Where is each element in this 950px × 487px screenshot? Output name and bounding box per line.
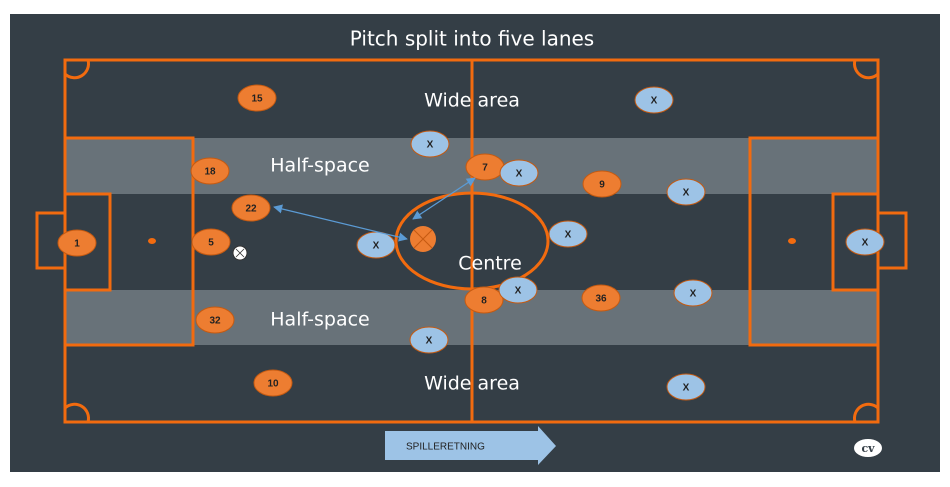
team-player-15: 15 bbox=[237, 84, 277, 112]
pass-arrow-22-centre bbox=[273, 204, 408, 242]
centre-target-marker bbox=[410, 226, 436, 252]
opponent-label: X bbox=[651, 96, 658, 107]
opponent-player: X bbox=[666, 373, 706, 401]
pass-arrow-7-centre bbox=[412, 177, 476, 220]
opponent-player: X bbox=[356, 231, 396, 259]
opponent-label: X bbox=[427, 140, 434, 151]
opponent-player: X bbox=[673, 279, 713, 307]
team-player-10: 10 bbox=[253, 369, 293, 397]
opponent-player: X bbox=[410, 130, 450, 158]
lane-label: Half-space bbox=[270, 155, 369, 177]
lane-label: Half-space bbox=[270, 309, 369, 331]
lane-label: Wide area bbox=[424, 90, 520, 112]
opponent-label: X bbox=[683, 383, 690, 394]
cv-logo: cv bbox=[854, 439, 882, 457]
opponent-player: X bbox=[498, 276, 538, 304]
team-player-32: 32 bbox=[195, 306, 235, 334]
player-number: 9 bbox=[599, 180, 605, 191]
player-number: 15 bbox=[251, 94, 263, 105]
team-player-1: 1 bbox=[57, 229, 97, 257]
player-number: 36 bbox=[595, 294, 607, 305]
ball-icon bbox=[232, 245, 248, 261]
opponent-label: X bbox=[515, 286, 522, 297]
background-panel bbox=[10, 14, 940, 472]
direction-label: SPILLERETNING bbox=[406, 442, 485, 453]
team-player-22: 22 bbox=[231, 194, 271, 222]
player-number: 5 bbox=[208, 238, 214, 249]
opponent-label: X bbox=[862, 238, 869, 249]
opponent-player: X bbox=[548, 220, 588, 248]
opponent-player: X bbox=[409, 326, 449, 354]
opponent-label: X bbox=[683, 188, 690, 199]
team-player-18: 18 bbox=[190, 157, 230, 185]
opponent-player: X bbox=[666, 178, 706, 206]
direction-arrow: SPILLERETNING bbox=[385, 426, 556, 465]
player-number: 10 bbox=[267, 379, 279, 390]
team-player-9: 9 bbox=[582, 170, 622, 198]
player-number: 7 bbox=[482, 163, 488, 174]
lane-label: Centre bbox=[458, 253, 522, 275]
team-player-7: 7 bbox=[465, 153, 505, 181]
opponent-label: X bbox=[373, 241, 380, 252]
opponent-player: X bbox=[499, 159, 539, 187]
opponent-label: X bbox=[426, 336, 433, 347]
player-number: 1 bbox=[74, 239, 80, 250]
team-player-8: 8 bbox=[464, 286, 504, 314]
opponent-label: X bbox=[565, 230, 572, 241]
player-number: 32 bbox=[209, 316, 221, 327]
team-player-36: 36 bbox=[581, 284, 621, 312]
cv-logo-text: cv bbox=[861, 442, 875, 455]
diagram-title: Pitch split into five lanes bbox=[350, 27, 594, 51]
player-number: 22 bbox=[245, 204, 257, 215]
player-number: 18 bbox=[204, 167, 216, 178]
opponent-label: X bbox=[690, 289, 697, 300]
player-number: 8 bbox=[481, 296, 487, 307]
team-player-5: 5 bbox=[191, 228, 231, 256]
opponent-label: X bbox=[516, 169, 523, 180]
opponent-player: X bbox=[634, 86, 674, 114]
lane-label: Wide area bbox=[424, 373, 520, 395]
opponent-player: X bbox=[845, 228, 885, 256]
